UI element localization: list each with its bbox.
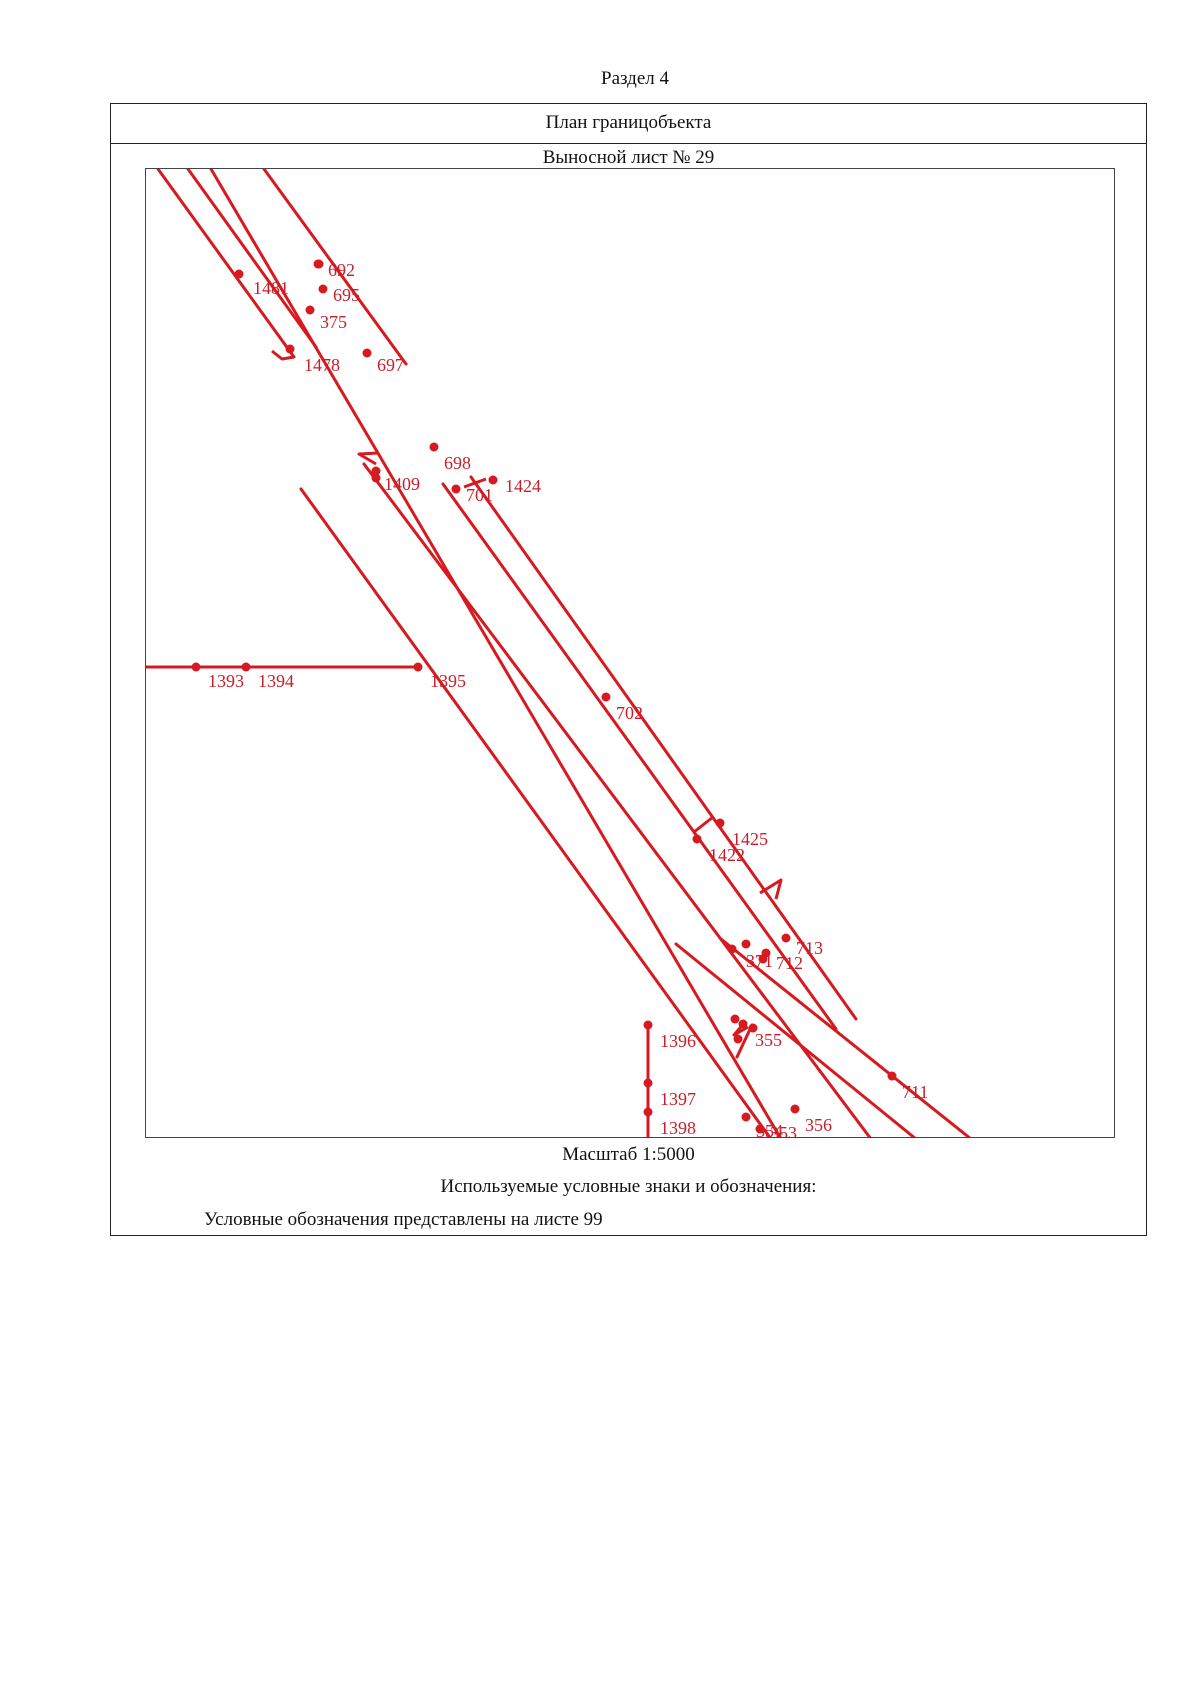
boundary-point	[371, 473, 381, 483]
boundary-point	[191, 662, 201, 672]
point-label: 1398	[660, 1118, 696, 1138]
point-label: 1422	[709, 845, 745, 865]
point-label: 1424	[505, 476, 541, 496]
boundary-point	[241, 662, 251, 672]
boundary-point	[601, 692, 611, 702]
boundary-line-e	[299, 487, 772, 1137]
boundary-line-d	[262, 169, 408, 366]
boundary-point	[741, 1112, 751, 1122]
boundary-point	[429, 442, 439, 452]
boundary-point	[371, 466, 381, 476]
boundary-point	[887, 1071, 897, 1081]
point-label: 1393	[208, 671, 244, 691]
boundary-point	[738, 1019, 748, 1029]
point-label: 1481	[253, 278, 289, 298]
plan-frame: План границобъекта Выносной лист № 29 69…	[110, 103, 1147, 1236]
boundary-point	[692, 834, 702, 844]
contour-1478	[271, 349, 295, 361]
legend-note: Условные обозначения представлены на лис…	[204, 1209, 603, 1230]
contour-1424	[463, 477, 487, 489]
point-label: 692	[328, 260, 355, 280]
boundary-point	[741, 939, 751, 949]
point-label: 1409	[384, 474, 420, 494]
sheet-title: Выносной лист № 29	[542, 147, 715, 168]
boundary-point	[318, 284, 328, 294]
boundary-line-a	[156, 169, 296, 359]
boundary-point	[643, 1107, 653, 1117]
boundary-point	[781, 933, 791, 943]
boundary-point	[643, 1078, 653, 1088]
boundary-point	[758, 954, 768, 964]
point-label: 1395	[430, 671, 466, 691]
boundary-point	[730, 1014, 740, 1024]
point-label: 356	[805, 1115, 832, 1135]
plan-title: План границобъекта	[111, 104, 1146, 144]
boundary-point	[305, 305, 315, 315]
boundary-point	[643, 1020, 653, 1030]
boundary-line-h	[469, 475, 858, 1021]
boundary-line-j	[719, 937, 971, 1137]
point-label: 1425	[732, 829, 768, 849]
point-label: 698	[444, 453, 471, 473]
contour-1425	[693, 815, 714, 834]
boundary-map: 692 695 1481 375 697 1478 698 1409 701 1424 1393 13…	[145, 168, 1115, 1138]
boundary-line-f	[362, 462, 872, 1137]
contour-713	[759, 878, 783, 900]
point-label: 354	[756, 1121, 783, 1138]
point-label: 712	[776, 953, 803, 973]
contour-1409	[357, 451, 380, 466]
boundary-point	[733, 1034, 743, 1044]
boundary-line-g	[441, 482, 838, 1031]
map-scale: Масштаб 1:5000	[562, 1144, 695, 1165]
boundary-point	[413, 662, 423, 672]
point-label: 1397	[660, 1089, 696, 1109]
boundary-point	[314, 259, 324, 269]
point-label: 353	[770, 1123, 797, 1138]
point-label: 355	[755, 1030, 782, 1050]
point-label: 1396	[660, 1031, 696, 1051]
point-label: 1394	[258, 671, 294, 691]
boundary-point	[234, 269, 244, 279]
point-label: 375	[320, 312, 347, 332]
legend-title: Используемые условные знаки и обозначени…	[440, 1176, 817, 1197]
boundary-point	[748, 1023, 758, 1033]
boundary-point	[285, 344, 295, 354]
boundary-point	[727, 944, 737, 954]
point-label: 713	[796, 938, 823, 958]
boundary-line-c	[209, 169, 782, 1137]
point-label: 701	[466, 485, 493, 505]
boundary-point	[715, 818, 725, 828]
boundary-point	[362, 348, 372, 358]
boundary-point	[488, 475, 498, 485]
point-label: 695	[333, 285, 360, 305]
section-title: Раздел 4	[601, 68, 669, 89]
point-label: 702	[616, 703, 643, 723]
boundary-point	[451, 484, 461, 494]
boundary-point	[790, 1104, 800, 1114]
boundary-map-drawing: 692 695 1481 375 697 1478 698 1409 701 1424 1393 13…	[146, 169, 971, 1138]
point-label: 711	[902, 1082, 928, 1102]
point-label: 697	[377, 355, 404, 375]
boundary-point	[755, 1124, 765, 1134]
boundary-line-b	[186, 169, 318, 349]
boundary-line-i	[674, 942, 916, 1137]
point-label: 1478	[304, 355, 340, 375]
